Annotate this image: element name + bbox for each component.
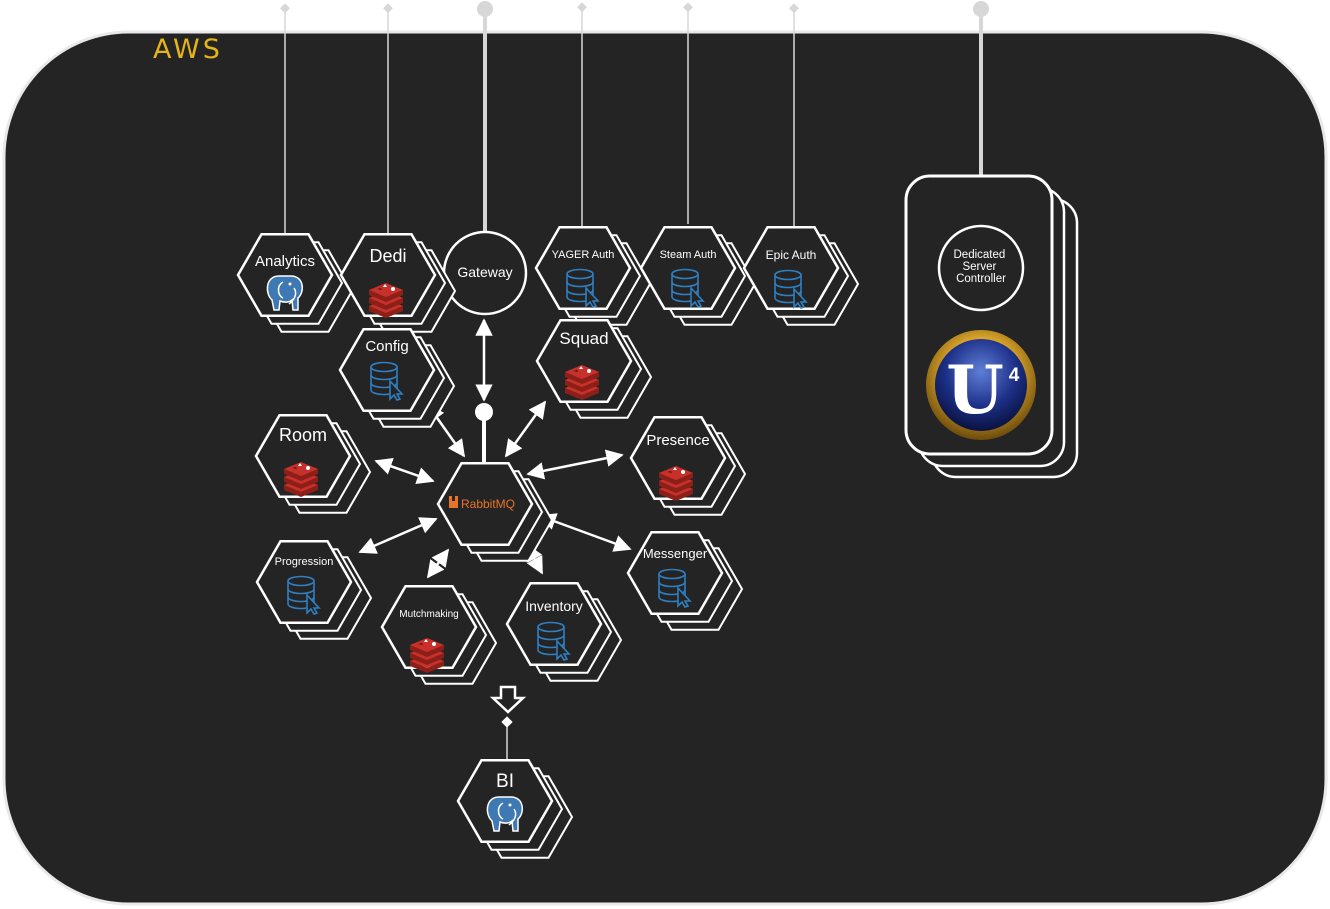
config-node: Config <box>338 328 456 428</box>
dedicated-server-controller-node <box>937 224 1025 312</box>
matchmaking-hexagon <box>380 585 478 669</box>
redis-icon <box>659 466 693 501</box>
gateway-node: Gateway <box>442 230 528 316</box>
bi-label: BI <box>496 771 514 792</box>
gateway-label: Gateway <box>457 264 512 280</box>
engine-logo-version: 4 <box>1009 365 1020 386</box>
controller-label: Dedicated Server Controller <box>954 249 1009 285</box>
presence-label: Presence <box>646 432 709 449</box>
rabbitmq-hexagon <box>436 462 534 546</box>
rabbitmq-label: RabbitMQ <box>461 497 515 511</box>
presence-rabbitmq-arrow <box>526 449 624 480</box>
database-icon <box>774 269 808 309</box>
matchmaking-rabbitmq-arrow <box>426 548 450 579</box>
config-hexagon <box>338 328 436 412</box>
epic-auth-hexagon <box>742 226 840 310</box>
squad-hexagon <box>535 319 633 403</box>
config-label: Config <box>365 338 408 355</box>
yager-auth-hexagon <box>534 226 632 310</box>
yager-auth-node: YAGER Auth <box>534 226 652 326</box>
database-icon <box>537 621 571 661</box>
data-export-arrow-icon <box>489 685 527 714</box>
dedicated-server-stack: Dedicated Server Controller U 4 <box>904 174 1079 479</box>
database-icon <box>370 361 404 401</box>
controller-label-line-1: Dedicated <box>954 249 1006 261</box>
service-nodes: Analytics Dedi YAGER Auth Steam Auth Epic Au… <box>236 226 860 859</box>
matchmaking-label: Mutchmaking <box>399 609 458 620</box>
steam-auth-endpoint-diamond <box>683 2 693 13</box>
messenger-hexagon <box>626 531 724 615</box>
dedi-hexagon <box>339 233 437 317</box>
bi-junction-diamond <box>501 716 513 728</box>
dedi-node: Dedi <box>339 233 457 333</box>
rabbitmq-node: RabbitMQ <box>436 462 554 562</box>
messenger-node: Messenger <box>626 531 744 631</box>
database-icon <box>566 268 600 308</box>
yager-auth-endpoint-diamond <box>577 2 587 13</box>
epic-auth-node: Epic Auth <box>742 226 860 326</box>
squad-rabbitmq-arrow <box>504 400 547 458</box>
redis-icon <box>284 462 318 497</box>
progression-node: Progression <box>255 540 373 640</box>
redis-icon <box>369 283 403 318</box>
epic-auth-endpoint-diamond <box>789 3 799 14</box>
dedi-endpoint-diamond <box>383 3 393 14</box>
progression-rabbitmq-arrow <box>358 517 438 554</box>
inventory-hexagon <box>505 582 603 666</box>
steam-auth-node: Steam Auth <box>639 226 757 326</box>
analytics-node: Analytics <box>236 233 354 333</box>
analytics-label: Analytics <box>255 253 315 270</box>
presence-node: Presence <box>629 416 747 516</box>
unreal-engine-4-logo-icon: U 4 <box>926 330 1036 440</box>
yager-auth-label: YAGER Auth <box>552 249 615 261</box>
controller-endpoint-dot <box>973 1 989 17</box>
analytics-endpoint-diamond <box>280 3 290 14</box>
rabbitmq-logo-icon <box>449 496 458 508</box>
analytics-hexagon <box>236 233 334 317</box>
database-icon <box>287 575 321 615</box>
engine-logo-mark: U <box>946 351 1004 429</box>
matchmaking-node: Mutchmaking <box>380 585 498 685</box>
steam-auth-hexagon <box>639 226 737 310</box>
database-icon <box>658 568 692 608</box>
squad-label: Squad <box>559 329 608 348</box>
redis-icon <box>565 365 599 400</box>
steam-auth-label: Steam Auth <box>660 249 717 261</box>
room-hexagon <box>254 414 352 498</box>
controller-label-line-3: Controller <box>956 273 1006 285</box>
presence-hexagon <box>629 416 727 500</box>
aws-region-label: AWS <box>153 34 223 65</box>
database-icon <box>671 268 705 308</box>
progression-hexagon <box>255 540 353 624</box>
connection-endpoints <box>280 1 989 17</box>
postgresql-elephant-icon <box>266 275 304 311</box>
room-label: Room <box>279 425 327 445</box>
inventory-node: Inventory <box>505 582 623 682</box>
inventory-label: Inventory <box>525 598 583 614</box>
squad-node: Squad <box>535 319 653 419</box>
dedi-label: Dedi <box>369 246 406 266</box>
messenger-rabbitmq-arrow <box>538 513 632 552</box>
room-node: Room <box>254 414 372 514</box>
epic-auth-label: Epic Auth <box>766 248 817 262</box>
room-rabbitmq-arrow <box>374 457 435 485</box>
gateway-endpoint-dot <box>477 1 493 17</box>
messenger-label: Messenger <box>643 546 708 561</box>
progression-label: Progression <box>275 556 334 568</box>
controller-label-line-2: Server <box>962 261 996 273</box>
postgresql-elephant-icon <box>486 796 524 832</box>
bi-node: BI <box>456 759 574 859</box>
redis-icon <box>410 638 444 673</box>
gateway-bus-junction <box>475 403 493 421</box>
